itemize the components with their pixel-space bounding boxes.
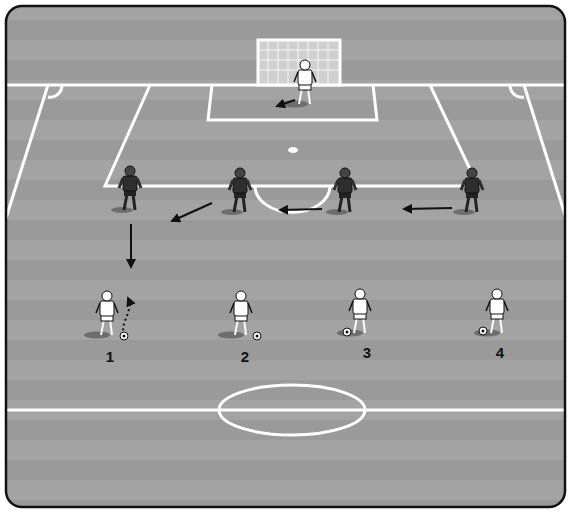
callout-number: 2 (241, 349, 249, 364)
callout-number: 3 (363, 345, 371, 360)
callout-number: 1 (106, 349, 114, 364)
callout-number: 4 (496, 345, 504, 360)
